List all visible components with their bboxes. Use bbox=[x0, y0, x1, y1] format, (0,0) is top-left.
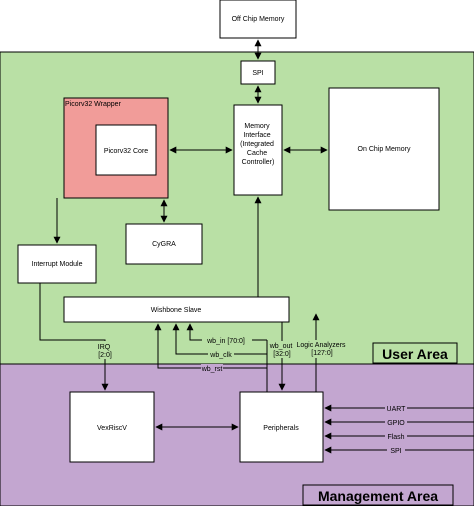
flash-label: Flash bbox=[387, 434, 404, 441]
on-chip-memory-label: On Chip Memory bbox=[358, 146, 411, 153]
vexriscv-label: VexRiscV bbox=[97, 425, 127, 432]
memory-interface-line-4: (Integrated bbox=[240, 141, 274, 148]
wb-out-label: wb_out [32:0] bbox=[269, 343, 295, 358]
logic-analyzers-label-line-1: Logic Analyzers bbox=[297, 342, 347, 349]
irq-link bbox=[39, 283, 109, 391]
wb-rst-label-bg bbox=[201, 364, 223, 373]
wb-clk-label: wb_clk bbox=[209, 352, 232, 359]
irq-label-line-1: IRQ bbox=[98, 344, 111, 351]
spi-io-label-bg bbox=[387, 446, 405, 455]
vexriscv-block bbox=[69, 391, 155, 463]
flash-label-bg bbox=[385, 432, 407, 441]
irq-label-bg bbox=[96, 341, 114, 359]
wb-rst-link bbox=[154, 323, 267, 369]
cygra-label: CyGRA bbox=[152, 241, 176, 248]
logic-analyzers-label: Logic Analyzers [127:0] bbox=[297, 342, 348, 357]
memory-interface-line-2: Interface bbox=[243, 132, 270, 139]
interrupt-module-label: Interrupt Module bbox=[32, 261, 83, 268]
off-chip-memory-block bbox=[219, 0, 297, 39]
wb-out-label-bg bbox=[270, 341, 295, 358]
uart-label: UART bbox=[387, 406, 407, 413]
memory-interface-block bbox=[233, 104, 283, 196]
memory-interface-line-5: Cache bbox=[247, 150, 267, 157]
irq-label-line-2: [2:0] bbox=[98, 352, 112, 359]
wishbone-slave-block bbox=[63, 296, 290, 323]
peripherals-label: Peripherals bbox=[263, 425, 299, 432]
wb-out-label-line-1: wb_out bbox=[269, 343, 293, 350]
gpio-label-bg bbox=[385, 418, 407, 427]
spi-top-label: SPI bbox=[252, 70, 263, 77]
memory-interface-line-1: Memory bbox=[244, 123, 270, 130]
user-area-label: User Area bbox=[382, 346, 448, 362]
gpio-label: GPIO bbox=[387, 420, 405, 427]
spi-top-block bbox=[240, 60, 276, 85]
management-area-label: Management Area bbox=[318, 488, 438, 504]
user-area-label-box bbox=[372, 342, 458, 364]
picorv32-core-label: Picorv32 Core bbox=[104, 148, 148, 155]
peripherals-block bbox=[239, 391, 324, 463]
wb-clk-link bbox=[172, 323, 267, 355]
wb-in-label-bg bbox=[202, 336, 252, 345]
memory-interface-label: Memory Interface (Integrated Cache Contr… bbox=[240, 123, 276, 166]
wb-in-label: wb_in [70:0] bbox=[206, 338, 245, 345]
cygra-block bbox=[125, 223, 203, 265]
irq-label: IRQ [2:0] bbox=[98, 344, 112, 359]
wb-out-label-line-2: [32:0] bbox=[273, 351, 291, 358]
logic-analyzers-label-line-2: [127:0] bbox=[311, 350, 332, 357]
spi-io-label: SPI bbox=[390, 448, 401, 455]
picorv32-core-block bbox=[95, 124, 157, 176]
picorv32-wrapper-label: Picorv32 Wrapper bbox=[65, 101, 122, 108]
management-area-label-box bbox=[302, 484, 454, 506]
interrupt-module-block bbox=[17, 244, 97, 284]
memory-interface-line-6: Controller) bbox=[242, 159, 275, 166]
wb-rst-label: wb_rst bbox=[201, 366, 223, 373]
wishbone-slave-label: Wishbone Slave bbox=[151, 307, 202, 314]
off-chip-memory-label: Off Chip Memory bbox=[232, 16, 285, 23]
uart-label-bg bbox=[385, 404, 407, 413]
on-chip-memory-block bbox=[328, 87, 440, 211]
wb-clk-label-bg bbox=[208, 350, 234, 359]
logic-analyzers-label-bg bbox=[296, 340, 348, 358]
